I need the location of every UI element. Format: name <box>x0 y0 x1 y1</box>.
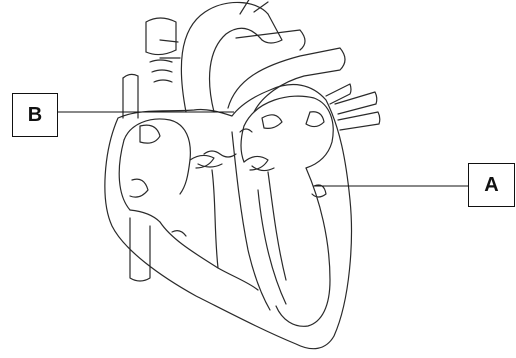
heart-outline <box>105 85 352 349</box>
aorta <box>160 0 282 112</box>
interventricular-septum <box>232 132 286 310</box>
mitral-valve <box>244 156 274 170</box>
aortic-valve <box>204 129 252 157</box>
pulmonary-artery <box>228 30 345 112</box>
right-ventricle <box>160 170 258 290</box>
right-atrium <box>119 119 190 222</box>
superior-vena-cava <box>123 18 176 118</box>
tricuspid-valve <box>190 155 222 168</box>
inferior-vena-cava <box>130 218 150 281</box>
label-b: B <box>12 93 58 137</box>
label-a: A <box>468 163 515 207</box>
pulmonary-veins <box>326 84 380 130</box>
left-ventricle <box>268 168 330 326</box>
